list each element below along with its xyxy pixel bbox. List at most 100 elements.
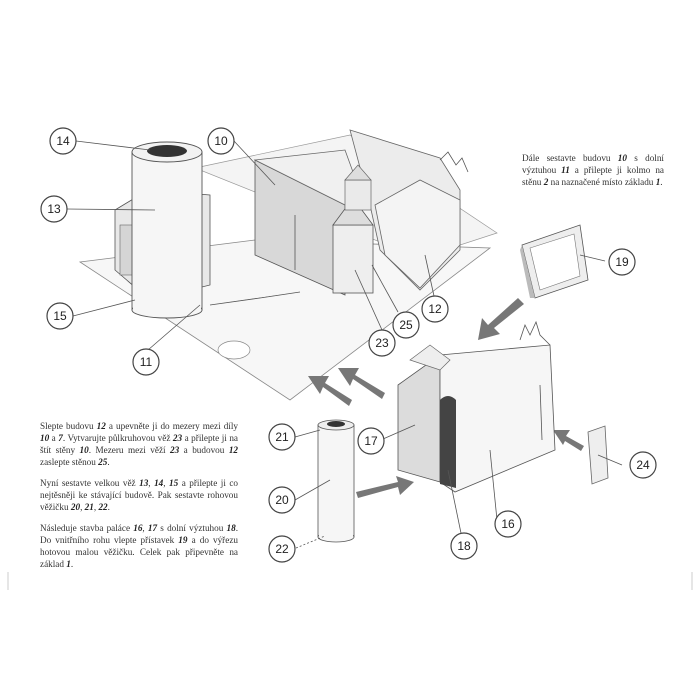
svg-text:20: 20 [275,493,289,507]
part-number: 25 [98,457,108,467]
instruction-text: Slepte budovu [40,421,97,431]
svg-text:17: 17 [364,434,378,448]
instruction-text: zaslepte stěnou [40,457,99,467]
instructions-steps-towers-palace: Slepte budovu 12 a upevněte ji do mezery… [40,420,238,579]
callout-21: 21 [268,423,296,451]
callout-20: 20 [268,486,296,514]
callout-15: 15 [46,302,74,330]
leader-lines [66,140,623,549]
instruction-text: s dolní výztuhou [157,523,227,533]
part-number: 23 [172,433,183,443]
building-10 [253,149,366,296]
part-number: 12 [228,445,238,455]
svg-text:19: 19 [615,255,629,269]
instruction-text: na naznačené místo základu [548,177,656,187]
building-12 [349,129,469,291]
instructions-step-building-10: Dále sestavte budovu 10 s dolní výztuhou… [522,152,664,197]
instruction-text: . [107,502,110,512]
instruction-text: a upevněte ji do mezery mezi díly [105,421,238,431]
instruction-text: Dále sestavte budovu [522,153,618,163]
svg-text:11: 11 [140,355,153,369]
arrow-icon [356,476,414,498]
part-number: 14 [154,478,164,488]
part-number: 19 [178,535,188,545]
turret-20-21-22 [317,419,355,543]
callout-13: 13 [40,195,68,223]
svg-text:10: 10 [214,134,228,148]
instruction-text: a budovou [179,445,229,455]
instruction-paragraph: Slepte budovu 12 a upevněte ji do mezery… [40,420,238,468]
part-number: 20 [70,502,81,512]
part-number: 17 [147,523,158,533]
part-number: 10 [79,445,89,455]
svg-text:13: 13 [47,202,61,216]
arrow-icon [338,368,385,399]
svg-text:23: 23 [375,336,389,350]
svg-text:21: 21 [275,430,289,444]
part-number: 1 [66,559,71,569]
instruction-text: a přilepte ji na štít stěny [40,433,238,455]
tower-13-14-15 [114,141,211,319]
svg-text:24: 24 [636,458,650,472]
instruction-text: . [107,457,110,467]
annex-19 [520,224,589,299]
callout-11: 11 [132,348,160,376]
instruction-paragraph: Následuje stavba paláce 16, 17 s dolní v… [40,522,238,570]
instruction-text: , [93,502,99,512]
part-number: 10 [617,153,627,163]
instruction-text: , [142,523,148,533]
instruction-text: Následuje stavba paláce [40,523,134,533]
svg-text:18: 18 [457,539,471,553]
instruction-text: . [70,559,74,569]
part-number: 1 [655,177,661,187]
part-number: 15 [169,478,179,488]
part-number: 18 [226,523,236,533]
instruction-text: . Mezeru mezi věží [88,445,171,455]
svg-text:22: 22 [275,542,289,556]
tower-23 [332,164,374,294]
part-number: 2 [543,177,549,187]
callout-18: 18 [450,532,478,560]
svg-text:16: 16 [501,517,515,531]
callout-19: 19 [608,248,636,276]
callout-22: 22 [268,535,296,563]
callout-23: 23 [368,329,396,357]
callout-10: 10 [207,127,235,155]
part-number: 7 [58,433,63,443]
part-number: 16 [133,523,143,533]
instruction-text: a přilepte ji co nejtěsněji ke stávající… [40,478,239,512]
palace-16-17 [397,320,556,493]
instruction-paragraph: Dále sestavte budovu 10 s dolní výztuhou… [522,152,664,188]
callout-12: 12 [421,295,449,323]
part-number: 11 [561,165,570,175]
part-number: 23 [170,445,180,455]
instruction-text: . Vytvarujte půlkruhovou věž [62,433,173,443]
instruction-text: , [80,502,85,512]
instruction-text: Nyní sestavte velkou věž [40,478,140,488]
arrow-icon [308,376,352,406]
part-number: 21 [84,502,94,512]
part-number: 12 [96,421,106,431]
arrow-icon [478,298,524,340]
instruction-text: a přilepte ji kolmo na stěnu [522,165,664,187]
callout-25: 25 [392,311,420,339]
callout-17: 17 [357,427,385,455]
instruction-text: a do výřezu hotovou malou věžičku. Celek… [40,535,238,569]
instruction-paragraph: Nyní sestavte velkou věž 13, 14, 15 a př… [40,477,238,513]
svg-text:15: 15 [53,309,67,323]
svg-text:25: 25 [399,318,413,332]
part-number: 13 [139,478,149,488]
svg-text:14: 14 [56,134,70,148]
instruction-text: , [163,478,170,488]
instruction-text: s dolní výztuhou [522,153,664,175]
arrow-icon [553,430,584,451]
instruction-text: a [49,433,59,443]
callout-16: 16 [494,510,522,538]
instruction-text: , [148,478,155,488]
part-number: 10 [40,433,50,443]
instruction-text: . [660,177,663,187]
part-number: 22 [98,502,108,512]
callout-14: 14 [49,127,77,155]
